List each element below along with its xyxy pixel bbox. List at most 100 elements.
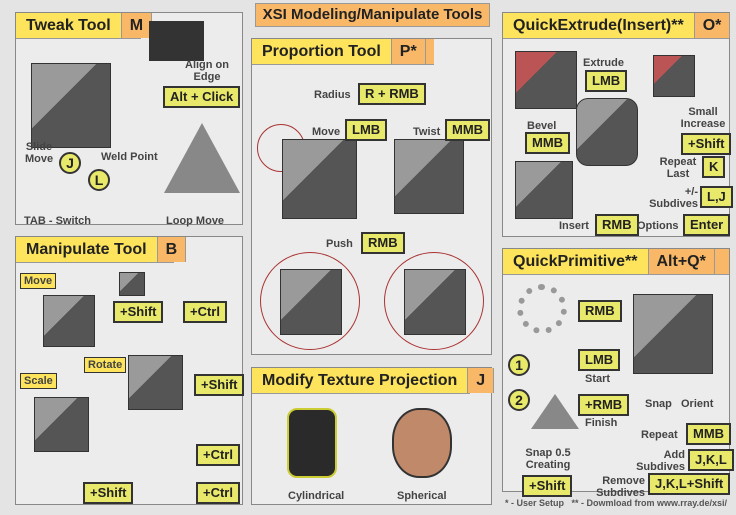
subdives-key: L,J [700, 186, 733, 208]
scale-label: Scale [20, 373, 57, 389]
push-label: Push [326, 238, 353, 250]
step-1: 1 [508, 354, 530, 376]
bevel-label: Bevel [527, 120, 557, 132]
shortcut-key: B [157, 237, 187, 262]
insert-cube [515, 161, 573, 219]
step-2: 2 [508, 389, 530, 411]
options-key: Enter [683, 214, 731, 236]
push-cube-left [280, 269, 342, 335]
weld-point-label: Weld Point [101, 151, 158, 163]
shortcut-key: M [121, 13, 153, 38]
small-increase-label: Small Increase [680, 106, 726, 130]
shortcut-key: O* [694, 13, 731, 38]
rotate-label: Rotate [84, 357, 127, 373]
shortcut-key: Alt+Q* [648, 249, 715, 274]
panel-title: QuickExtrude(Insert)** [503, 13, 695, 38]
primitive-menu-wheel [517, 284, 567, 334]
repeat-last-label: Repeat Last [659, 156, 697, 180]
scale-shift-key: +Shift [83, 482, 134, 504]
cone-illustration [531, 394, 579, 429]
edge-illustration [149, 21, 204, 61]
move-cube [282, 139, 357, 219]
move-ctrl-key: +Ctrl [183, 301, 227, 323]
scale-ctrl-key: +Ctrl [196, 482, 240, 504]
add-subdives-label: Add Subdives [636, 449, 685, 473]
snap-label: Snap [645, 398, 672, 410]
snap-creating-key: +Shift [522, 475, 573, 497]
options-label: Options [637, 220, 679, 232]
twist-cube [394, 139, 464, 214]
cube-illustration [31, 63, 111, 148]
spherical-label: Spherical [397, 490, 447, 502]
panel-title: Manipulate Tool [16, 237, 158, 262]
extrude-label: Extrude [583, 57, 624, 69]
small-extrude-cube [653, 55, 695, 97]
panel-title: QuickPrimitive** [503, 249, 649, 274]
quick-extrude-panel: QuickExtrude(Insert)**O* Extrude LMB Bev… [502, 12, 733, 237]
page-title: XSI Modeling/Manipulate Tools [255, 3, 490, 27]
panel-title: Modify Texture Projection [252, 368, 469, 393]
cylinder-illustration [287, 408, 337, 478]
move-small-cube [119, 272, 145, 296]
radius-label: Radius [314, 89, 351, 101]
cone-illustration [164, 123, 240, 193]
radius-key: R + RMB [358, 83, 426, 105]
alt-click-key: Alt + Click [163, 86, 241, 108]
push-key: RMB [361, 232, 405, 254]
twist-label: Twist [413, 126, 441, 138]
bevel-key: MMB [525, 132, 571, 154]
slide-move-label: Slide Move [24, 141, 54, 165]
finish-key: +RMB [578, 394, 630, 416]
extrude-cube [515, 51, 577, 109]
shortcut-key: P* [391, 39, 426, 64]
cylindrical-label: Cylindrical [288, 490, 345, 502]
shortcut-key: J [468, 368, 495, 393]
snap-creating-label: Snap 0.5 Creating [525, 447, 571, 471]
push-ring-left [260, 252, 360, 350]
insert-label: Insert [559, 220, 589, 232]
rotate-ctrl-key: +Ctrl [196, 444, 240, 466]
push-cube-right [404, 269, 466, 335]
small-increase-key: +Shift [681, 133, 732, 155]
sphere-illustration [392, 408, 452, 478]
move-shift-key: +Shift [113, 301, 164, 323]
remove-subdives-key: J,K,L+Shift [648, 473, 731, 495]
finish-label: Finish [585, 417, 618, 429]
subdives-label: +/- Subdives [649, 186, 698, 210]
primitives-illustration [633, 294, 713, 374]
loop-move-label: Loop Move [166, 215, 225, 227]
footer-note: * - User Setup ** - Dowmload from www.rr… [505, 498, 728, 508]
j-key: J [59, 152, 81, 174]
menu-key: RMB [578, 300, 622, 322]
repeat-key: MMB [686, 423, 732, 445]
move-label: Move [312, 126, 341, 138]
twist-key: MMB [445, 119, 491, 141]
rotate-shift-key: +Shift [194, 374, 245, 396]
move-key: LMB [345, 119, 388, 141]
rotate-cube [128, 355, 183, 410]
insert-key: RMB [595, 214, 639, 236]
quick-primitive-panel: QuickPrimitive**Alt+Q* RMB 1 LMB Start 2… [502, 248, 734, 499]
remove-subdives-label: Remove Subdives [596, 475, 645, 499]
scale-cube [34, 397, 89, 452]
tab-switch-label: TAB - Switch [24, 215, 92, 227]
extrude-key: LMB [585, 70, 628, 92]
repeat-label: Repeat [641, 429, 678, 441]
orient-label: Orient [681, 398, 714, 410]
start-key: LMB [578, 349, 621, 371]
panel-title: Proportion Tool [252, 39, 392, 64]
l-key: L [88, 169, 110, 191]
push-ring-right [384, 252, 484, 350]
move-cube [43, 295, 95, 347]
bevel-cube [576, 98, 638, 166]
panel-title: Tweak Tool [16, 13, 122, 38]
add-subdives-key: J,K,L [688, 449, 734, 471]
repeat-key: K [702, 156, 726, 178]
move-label: Move [20, 273, 57, 289]
align-on-edge-label: Align on Edge [185, 59, 229, 83]
start-label: Start [585, 373, 611, 385]
